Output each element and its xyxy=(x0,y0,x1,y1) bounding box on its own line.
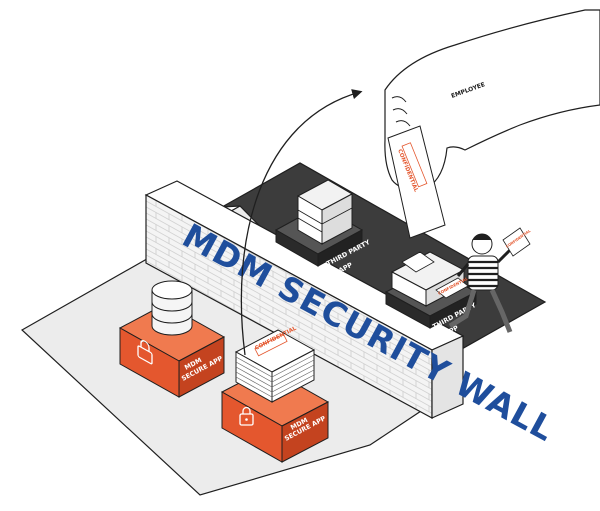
database-icon xyxy=(151,280,193,336)
secure-box-1: MDM SECURE APP xyxy=(118,280,226,398)
secure-box-2: MDM SECURE APP CONFIDENTIAL xyxy=(220,326,330,463)
thief-figure-icon: CONFIDENTIAL xyxy=(448,227,532,333)
hand-icon: EMPLOYEE CONFIDENTIAL xyxy=(384,9,600,239)
lock-icon xyxy=(239,406,254,426)
wall-end xyxy=(431,335,464,419)
printer-icon: THIRD PARTY APP xyxy=(274,179,372,275)
lock-icon xyxy=(137,340,153,365)
arrow-icon xyxy=(240,89,363,356)
